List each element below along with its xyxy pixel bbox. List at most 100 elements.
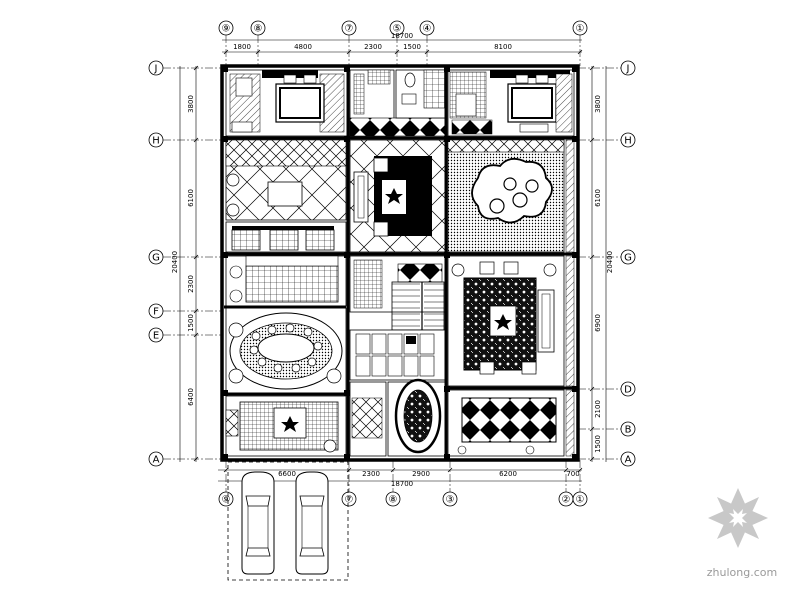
grid-bubble-left: F (148, 303, 164, 319)
dimension-right: 3800 (594, 95, 602, 113)
grid-label: ⑨ (222, 24, 231, 35)
dimension-bottom-total: 18700 (391, 480, 413, 488)
grid-bubble-left: E (148, 327, 164, 343)
dimension-bottom: 700 (566, 470, 579, 478)
room-right-checker (447, 389, 575, 457)
grid-axis-lines (163, 35, 621, 492)
grid-label: D (624, 385, 632, 396)
grid-bubble-left: G (148, 249, 164, 265)
grid-bubble-top: ⑧ (250, 20, 266, 36)
grid-label: H (624, 136, 632, 147)
bedroom-left (225, 69, 349, 137)
grid-label: ④ (423, 24, 432, 35)
grid-bubble-bottom: ② (558, 491, 574, 507)
grid-bubble-bottom: ⑧ (385, 491, 401, 507)
grid-bubble-right: J (620, 60, 636, 76)
living-room-right (447, 255, 575, 387)
dimension-right: 2100 (594, 400, 602, 418)
dimension-right: 6100 (594, 189, 602, 207)
grid-label: ⑧ (389, 495, 398, 506)
grid-label: ① (576, 495, 585, 506)
grid-bubble-top: ① (572, 20, 588, 36)
grid-bubble-bottom: ⑦ (341, 491, 357, 507)
grid-label: ⑤ (393, 24, 402, 35)
grid-bubble-top: ⑨ (218, 20, 234, 36)
dimension-top: 1500 (403, 43, 421, 51)
grid-bubble-left: H (148, 132, 164, 148)
grid-bubble-left: J (148, 60, 164, 76)
dimension-bottom: 2900 (412, 470, 430, 478)
grid-bubble-right: H (620, 132, 636, 148)
dimension-texts: 18700 1800 4800 2300 1500 8100 18700 6600 2300 29… (171, 32, 614, 488)
bedroom-right (447, 69, 575, 137)
grid-bubble-bottom: ⑨ (218, 491, 234, 507)
interior-walls (224, 68, 576, 456)
grid-label: ⑦ (345, 495, 354, 506)
stairs-center (349, 255, 447, 331)
dimension-bottom: 2300 (362, 470, 380, 478)
dimension-left-total: 20400 (171, 251, 179, 273)
grid-label: ⑨ (222, 495, 231, 506)
car-left (241, 471, 275, 575)
dimension-top: 2300 (364, 43, 382, 51)
car-right (295, 471, 329, 575)
dimension-right-total: 20400 (606, 251, 614, 273)
dimension-left: 3800 (187, 95, 195, 113)
grid-label: ② (562, 495, 571, 506)
grid-label: J (626, 64, 630, 75)
grid-bubble-left: A (148, 451, 164, 467)
dimension-left: 2300 (187, 275, 195, 293)
bathroom-middle (349, 69, 447, 137)
watermark: zhulong.com (707, 488, 777, 579)
dimension-top: 8100 (494, 43, 512, 51)
dining-oval (225, 307, 347, 395)
dimension-top: 1800 (233, 43, 251, 51)
grid-bubble-bottom: ③ (442, 491, 458, 507)
grid-label: A (153, 455, 160, 466)
grid-label: B (625, 425, 632, 436)
dimension-lines (179, 39, 607, 482)
room-left-grid (225, 255, 347, 307)
grid-label: ① (576, 24, 585, 35)
grid-label: H (152, 136, 160, 147)
zhulong-logo-icon (708, 488, 768, 548)
grid-bubble-right: A (620, 451, 636, 467)
living-room-center (349, 139, 447, 253)
dimension-right: 1500 (594, 435, 602, 453)
grid-label: A (625, 455, 632, 466)
dimension-top: 4800 (294, 43, 312, 51)
grid-label: J (154, 64, 158, 75)
dimension-top-total: 18700 (391, 32, 413, 40)
grid-label: ③ (446, 495, 455, 506)
garage-parking (227, 461, 349, 581)
grid-bubble-right: G (620, 249, 636, 265)
grid-bubble-right: B (620, 421, 636, 437)
building-plan (220, 64, 580, 462)
corridor-center (349, 329, 447, 381)
hall-left-diamond (225, 139, 347, 221)
grid-bubble-top: ④ (419, 20, 435, 36)
dimension-left: 1500 (187, 314, 195, 332)
dimension-bottom: 6600 (278, 470, 296, 478)
dimension-bottom: 6200 (499, 470, 517, 478)
watermark-text: zhulong.com (707, 566, 777, 579)
grid-label: E (153, 331, 159, 342)
lounge-right (447, 139, 575, 253)
entry-lobby (349, 378, 447, 457)
grid-bubble-right: D (620, 381, 636, 397)
kitchen-bottom-left (225, 395, 347, 457)
grid-bubble-bottom: ① (572, 491, 588, 507)
grid-label: ⑦ (345, 24, 354, 35)
dimension-left: 6100 (187, 189, 195, 207)
dimension-left: 6400 (187, 388, 195, 406)
storage-left (225, 221, 347, 253)
grid-label: F (153, 307, 159, 318)
grid-bubble-top: ⑦ (341, 20, 357, 36)
grid-label: G (152, 253, 160, 264)
grid-label: ⑧ (254, 24, 263, 35)
grid-bubble-top: ⑤ (389, 20, 405, 36)
dimension-right: 6900 (594, 314, 602, 332)
grid-label: G (624, 253, 632, 264)
